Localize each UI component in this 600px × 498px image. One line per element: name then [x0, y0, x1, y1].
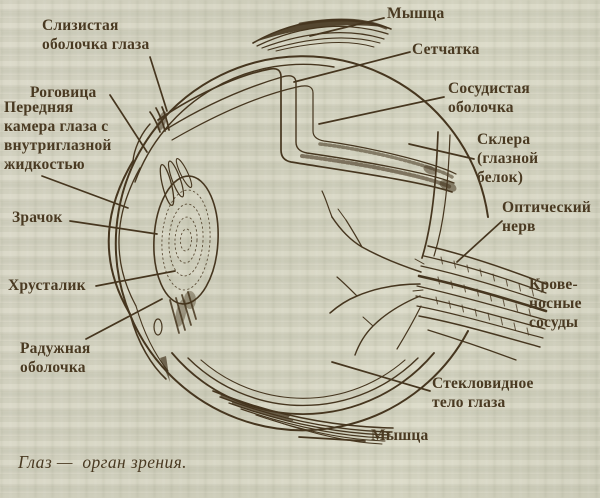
label-iris: Радужная оболочка — [20, 340, 91, 376]
figure-caption: Глаз — орган зрения. — [18, 452, 187, 472]
iris-ciliary-body — [153, 157, 197, 336]
sclera-wall-fold — [421, 131, 451, 259]
label-anterior-chamber: Передняя камера глаза с внутриглазной жи… — [4, 99, 112, 173]
retina-choroid-layers — [157, 67, 457, 193]
label-mucous-membrane: Слизистая оболочка глаза — [42, 17, 150, 53]
label-muscle-bottom: Мышца — [371, 427, 429, 444]
blood-vessels-branches — [321, 190, 425, 356]
label-pupil: Зрачок — [12, 209, 63, 226]
muscle-bottom-shape — [212, 390, 394, 445]
label-lens: Хрусталик — [8, 277, 86, 294]
label-sclera: Склера (глазной белок) — [477, 131, 539, 186]
label-blood-vessels: Крове- носные сосуды — [529, 276, 582, 331]
cornea-shape — [107, 123, 170, 382]
leader-lines — [41, 17, 503, 442]
label-vitreous-body: Стекловидное тело глаза — [432, 375, 534, 411]
label-cornea: Роговица — [30, 84, 97, 101]
label-retina: Сетчатка — [412, 41, 480, 58]
lens-shape — [153, 175, 219, 305]
muscle-top-shape — [252, 18, 392, 52]
label-muscle-top: Мышца — [387, 5, 445, 22]
label-choroid: Сосудистая оболочка — [448, 80, 530, 116]
label-optic-nerve: Оптический нерв — [502, 199, 592, 235]
optic-nerve-bundle — [415, 245, 548, 361]
